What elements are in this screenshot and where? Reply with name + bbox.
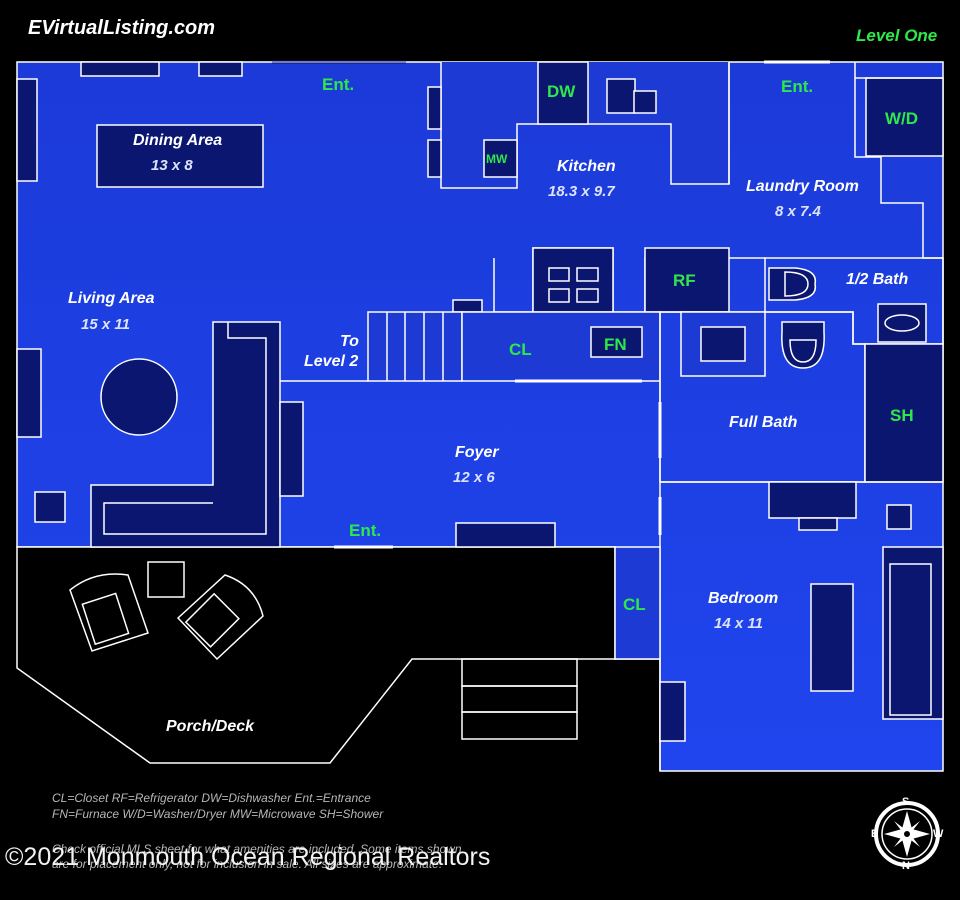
laundry-label: Laundry Room [746, 178, 859, 195]
dishwasher-label: DW [547, 82, 576, 101]
washer-dryer-label: W/D [885, 109, 919, 128]
foyer-label: Foyer [455, 444, 499, 461]
porch-table [147, 561, 185, 598]
porch-label: Porch/Deck [166, 718, 255, 735]
foyer-dim: 12 x 6 [453, 469, 495, 486]
full-bath-toilet [781, 321, 825, 369]
disclaimer-line-2: are for placement only, not for inclusio… [52, 857, 443, 871]
sink [606, 78, 636, 114]
dresser [768, 481, 857, 519]
stairs-label-1: To [340, 333, 359, 350]
shower [864, 343, 944, 483]
living-label: Living Area [68, 290, 155, 307]
compass-rose [874, 801, 940, 867]
stairs [367, 311, 463, 382]
legend-line-2: FN=Furnace W/D=Washer/Dryer MW=Microwave… [52, 807, 384, 821]
entrance-label-laundry: Ent. [781, 77, 814, 96]
laundry-dim: 8 x 7.4 [775, 203, 821, 220]
stairs-label-2: Level 2 [304, 353, 359, 370]
compass-n: N [902, 860, 910, 872]
wardrobe [882, 546, 944, 720]
porch-chair-right [176, 574, 264, 661]
entrance-label-foyer: Ent. [349, 521, 382, 540]
washer-dryer [865, 77, 944, 157]
bedroom-dim: 14 x 11 [714, 615, 763, 632]
closet-label-2: CL [623, 595, 646, 614]
full-bath-label: Full Bath [729, 414, 798, 431]
closet-label-1: CL [509, 340, 532, 359]
level-title: Level One [856, 26, 938, 45]
vanity-sink [700, 326, 746, 362]
compass-e: E [871, 828, 879, 840]
entrance-label-top: Ent. [322, 75, 355, 94]
microwave-label: MW [486, 152, 508, 166]
porch-steps [461, 658, 578, 740]
coffee-table [100, 358, 178, 436]
site-logo: EVirtualListing.com [28, 17, 216, 39]
porch-chair-left [69, 573, 149, 652]
compass-w: W [933, 828, 944, 840]
dining-table [96, 124, 264, 188]
furnace-label: FN [604, 335, 627, 354]
disclaimer-line-1: Check official MLS sheet for what amenit… [52, 842, 462, 856]
copyright-watermark: ©2021 Monmouth Ocean Regional Realtors [5, 843, 491, 871]
dishwasher [537, 61, 589, 125]
half-bath-label: 1/2 Bath [846, 271, 909, 288]
refrigerator-label: RF [673, 271, 696, 290]
bedroom-label: Bedroom [708, 590, 779, 607]
kitchen-dim: 18.3 x 9.7 [548, 183, 615, 200]
microwave [483, 139, 518, 178]
dining-dim: 13 x 8 [151, 157, 193, 174]
furnace [590, 326, 643, 358]
living-dim: 15 x 11 [81, 316, 130, 333]
kitchen-label: Kitchen [557, 158, 616, 175]
legend-line-1: CL=Closet RF=Refrigerator DW=Dishwasher … [52, 791, 371, 805]
dining-label: Dining Area [133, 132, 223, 149]
shower-label: SH [890, 406, 914, 425]
sectional-sofa [90, 321, 281, 548]
bed [810, 583, 854, 692]
compass-s: S [902, 796, 910, 808]
